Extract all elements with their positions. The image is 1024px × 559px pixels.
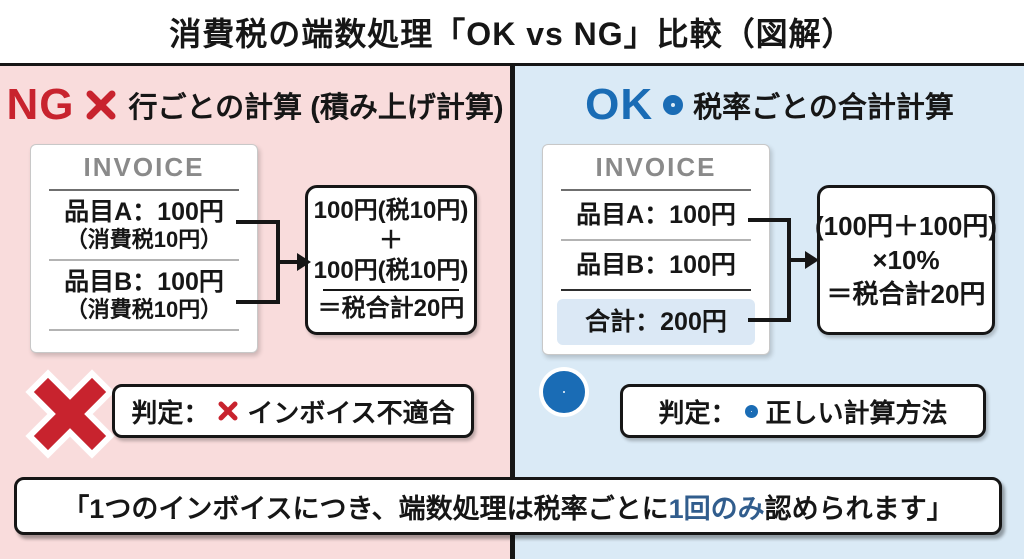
- invoice-row-a: 品目A：100円 （消費税10円）: [31, 191, 257, 259]
- ok-badge: OK: [585, 80, 654, 129]
- invoice-divider: [561, 239, 751, 241]
- ng-calc-add1: 100円(税10円): [313, 197, 469, 224]
- ok-panel-header: OK 税率ごとの合計計算: [515, 80, 1024, 130]
- item-b-tax-note: （消費税10円）: [65, 297, 223, 322]
- ok-calc-line2: ×10%: [872, 245, 940, 275]
- invoice-divider: [49, 189, 239, 191]
- invoice-divider: [49, 259, 239, 261]
- big-cross-icon: [25, 369, 115, 459]
- ng-badge: NG: [6, 80, 75, 129]
- ng-calc-box: 100円(税10円) ＋ 100円(税10円) ＝税合計20円: [305, 185, 477, 335]
- title-bar: 消費税の端数処理「OK vs NG」比較（図解）: [0, 0, 1024, 63]
- ng-invoice-title: INVOICE: [83, 152, 205, 182]
- ok-calc-line3: ＝税合計20円: [826, 279, 986, 309]
- item-a-label: 品目A：100円: [64, 198, 224, 226]
- footer-text-highlight: 1回のみ: [668, 493, 765, 524]
- ng-calc-plus: ＋: [379, 227, 403, 254]
- ok-invoice-title: INVOICE: [595, 152, 717, 182]
- item-a-label: 品目A：100円: [576, 201, 736, 229]
- ng-panel-header: NG 行ごとの計算 (積み上げ計算): [0, 80, 510, 130]
- ng-invoice-card: INVOICE 品目A：100円 （消費税10円） 品目B：100円 （消費税1…: [30, 144, 258, 353]
- ng-verdict-prefix: 判定：: [131, 397, 210, 428]
- footer-text-post: 認められます」: [764, 493, 954, 524]
- ok-invoice-card: INVOICE 品目A：100円 品目B：100円 合計：200円: [542, 144, 770, 355]
- ok-calc-box: (100円＋100円) ×10% ＝税合計20円: [814, 185, 998, 335]
- page-title: 消費税の端数処理「OK vs NG」比較（図解）: [169, 15, 855, 52]
- circle-icon: [744, 404, 758, 418]
- item-b-label: 品目B：100円: [64, 268, 224, 296]
- invoice-total-row: 合計：200円: [557, 299, 755, 345]
- invoice-divider: [49, 329, 239, 331]
- ng-calc-add2: 100円(税10円): [313, 257, 469, 284]
- cross-icon: [86, 90, 116, 120]
- ok-heading: 税率ごとの合計計算: [693, 92, 954, 124]
- big-circle-icon: [543, 371, 585, 413]
- ng-verdict-pill: 判定： インボイス不適合: [112, 384, 474, 438]
- invoice-row-b: 品目B：100円 （消費税10円）: [31, 261, 257, 329]
- sum-divider: [322, 289, 460, 291]
- ok-verdict-text: 正しい計算方法: [765, 397, 948, 428]
- ng-calc-result: ＝税合計20円: [317, 295, 465, 322]
- ok-calc-line1: (100円＋100円): [814, 211, 998, 241]
- ok-verdict-pill: 判定： 正しい計算方法: [620, 384, 986, 438]
- footer-text-pre: 「1つのインボイスにつき、端数処理は税率ごとに: [62, 493, 669, 524]
- circle-icon: [663, 95, 684, 115]
- ng-verdict-text: インボイス不適合: [247, 397, 455, 428]
- invoice-divider: [561, 189, 751, 191]
- cross-icon: [218, 401, 238, 421]
- item-a-tax-note: （消費税10円）: [65, 227, 223, 252]
- item-b-label: 品目B：100円: [576, 251, 736, 279]
- ok-verdict-prefix: 判定：: [658, 397, 737, 428]
- center-divider: [510, 66, 515, 559]
- ng-heading: 行ごとの計算 (積み上げ計算): [128, 92, 504, 124]
- invoice-divider: [561, 289, 751, 291]
- title-divider: [0, 63, 1024, 66]
